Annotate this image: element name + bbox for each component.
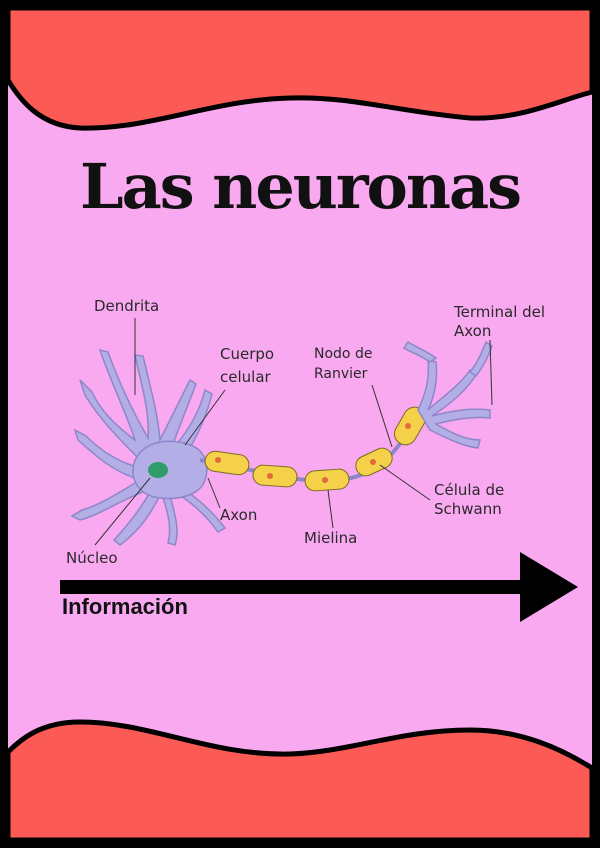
label-axon: Axon <box>220 506 258 524</box>
pointer-lines <box>94 318 493 546</box>
pink-panel <box>8 8 592 840</box>
label-celula-line2: Schwann <box>434 500 502 518</box>
page-title: Las neuronas <box>79 150 522 223</box>
label-terminal-line1: Terminal del <box>454 303 546 321</box>
dendrites <box>70 348 227 546</box>
label-nucleo: Núcleo <box>66 549 118 567</box>
schwann-nuclei <box>215 423 411 483</box>
neuron-diagram <box>70 318 493 546</box>
label-cuerpo-line2: celular <box>220 368 271 386</box>
label-celula-line1: Célula de <box>434 481 505 499</box>
top-wave <box>5 5 595 131</box>
label-cuerpo-line1: Cuerpo <box>220 345 275 363</box>
bottom-wave <box>5 719 595 843</box>
label-mielina: Mielina <box>304 529 358 547</box>
label-terminal-line2: Axon <box>454 322 492 340</box>
arrow-label: Información <box>62 594 188 619</box>
axon-terminal <box>402 340 493 449</box>
information-arrow <box>60 552 578 622</box>
cell-body <box>132 440 208 500</box>
myelin-segments <box>204 406 426 492</box>
label-nodo-line2: Ranvier <box>314 366 368 382</box>
label-nodo-line1: Nodo de <box>314 346 373 362</box>
label-dendrita: Dendrita <box>94 297 160 315</box>
nucleus <box>148 462 168 478</box>
